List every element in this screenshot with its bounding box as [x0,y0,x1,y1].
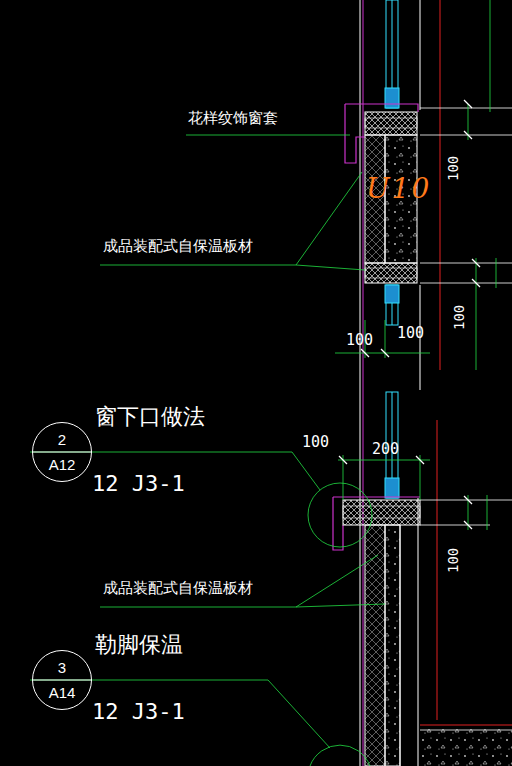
sheet-number: A14 [33,685,91,700]
dimension: 100 [346,332,373,349]
detail-title: 勒脚保温 [95,633,183,657]
dimension: 100 [397,325,424,342]
detail-callout-circle: 3A14 [32,650,92,710]
callout-text: 成品装配式自保温板材 [103,238,253,255]
detail-number: 2 [33,432,91,447]
sheet-number: A12 [33,457,91,472]
markup-note: U10 [366,174,431,205]
dimension: 200 [372,441,399,458]
dimension: 100 [446,156,461,181]
reference-code: 12 J3-1 [92,700,185,724]
dimension: 100 [446,548,461,573]
detail-callout-circle: 2A12 [32,422,92,482]
detail-number: 3 [33,660,91,675]
callout-text: 成品装配式自保温板材 [103,580,253,597]
callout-text: 花样纹饰窗套 [188,110,278,127]
reference-code: 12 J3-1 [92,472,185,496]
dimension: 100 [302,434,329,451]
detail-title: 窗下口做法 [95,405,205,429]
dimension: 100 [452,305,467,330]
